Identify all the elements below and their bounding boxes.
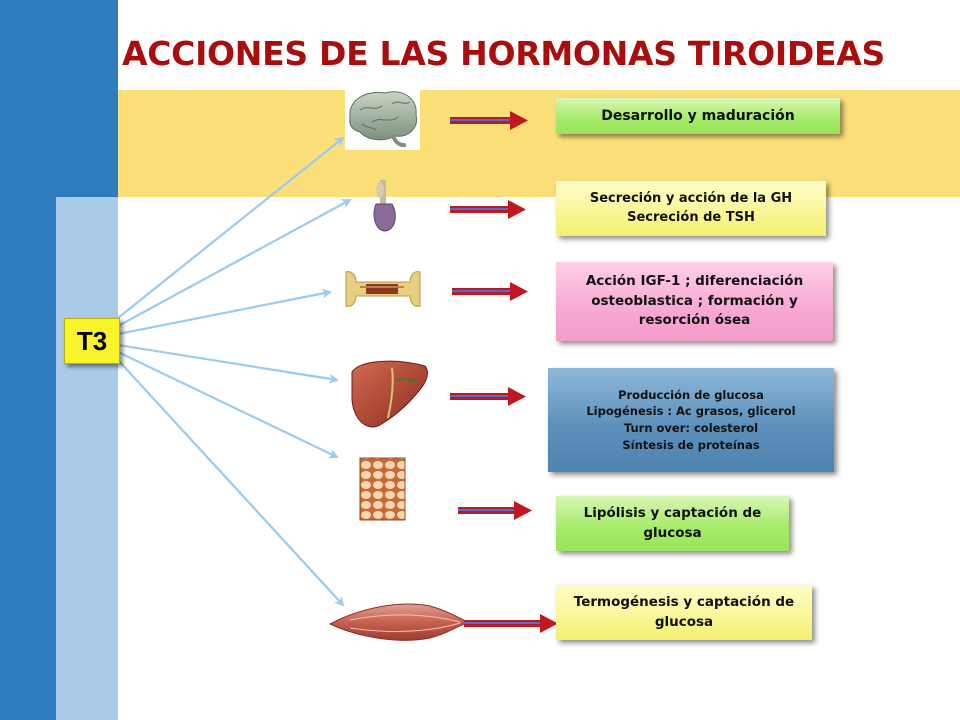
fan-arrow-brain <box>117 136 345 319</box>
effect-text-line: Turn over: colesterol <box>623 421 759 435</box>
effect-text-line: Desarrollo y maduración <box>601 107 795 124</box>
liver-icon <box>351 360 428 428</box>
adipose-tissue-icon <box>359 457 406 521</box>
effect-text-line: glucosa <box>643 524 702 541</box>
effect-arrow-2 <box>450 200 526 219</box>
brain-icon <box>345 90 420 150</box>
fan-arrow-liver <box>117 343 339 384</box>
sidebar-light-band <box>56 197 118 720</box>
page-title: ACCIONES DE LAS HORMONAS TIROIDEAS <box>122 34 885 73</box>
sidebar-dark-band-top <box>56 0 118 197</box>
effect-text-line: Termogénesis y captación de <box>573 593 795 610</box>
effect-text-line: Secreción de TSH <box>627 209 755 225</box>
effect-arrow-6 <box>464 614 558 633</box>
effect-text-line: Producción de glucosa <box>618 387 764 402</box>
fan-arrow-bone <box>117 288 332 336</box>
fan-arrow-adipose <box>117 351 339 459</box>
effect-text-line: glucosa <box>654 613 714 630</box>
effect-box-bone: Acción IGF-1 ; diferenciación osteoblast… <box>556 262 833 341</box>
bone-icon <box>345 268 421 308</box>
effect-arrow-5 <box>458 501 532 520</box>
effect-text-line: Acción IGF-1 ; diferenciación <box>585 273 804 290</box>
effect-box-desarrollo: Desarrollo y maduración <box>556 98 840 134</box>
effect-box-gh-tsh: Secreción y acción de la GH Secreción de… <box>556 181 826 236</box>
fan-arrow-muscle <box>117 359 345 607</box>
effect-text-line: Síntesis de proteínas <box>622 437 760 452</box>
effect-arrow-4 <box>450 387 526 406</box>
effect-text-line: Lipólisis y captación de <box>583 504 762 521</box>
effect-arrows <box>450 111 558 633</box>
effect-text-line: Secreción y acción de la GH <box>589 190 793 206</box>
fan-arrow-pituitary <box>117 199 352 327</box>
effect-text-line: Lipogénesis : Ac grasos, glicerol <box>586 404 796 419</box>
muscle-icon <box>328 603 470 641</box>
effect-box-termogenesis: Termogénesis y captación de glucosa <box>556 585 812 640</box>
sidebar-dark-band <box>0 0 56 720</box>
t3-label-box: T3 <box>64 318 120 364</box>
t3-fan-arrows <box>117 136 352 607</box>
effect-arrow-3 <box>452 282 528 301</box>
effect-box-lipolisis: Lipólisis y captación de glucosa <box>556 496 789 551</box>
effect-text-line: resorción ósea <box>638 312 751 329</box>
pituitary-icon <box>373 180 396 232</box>
effect-box-liver: Producción de glucosa Lipogénesis : Ac g… <box>548 368 834 472</box>
effect-arrow-1 <box>450 111 528 130</box>
effect-text-line: osteoblastica ; formación y <box>591 292 798 309</box>
